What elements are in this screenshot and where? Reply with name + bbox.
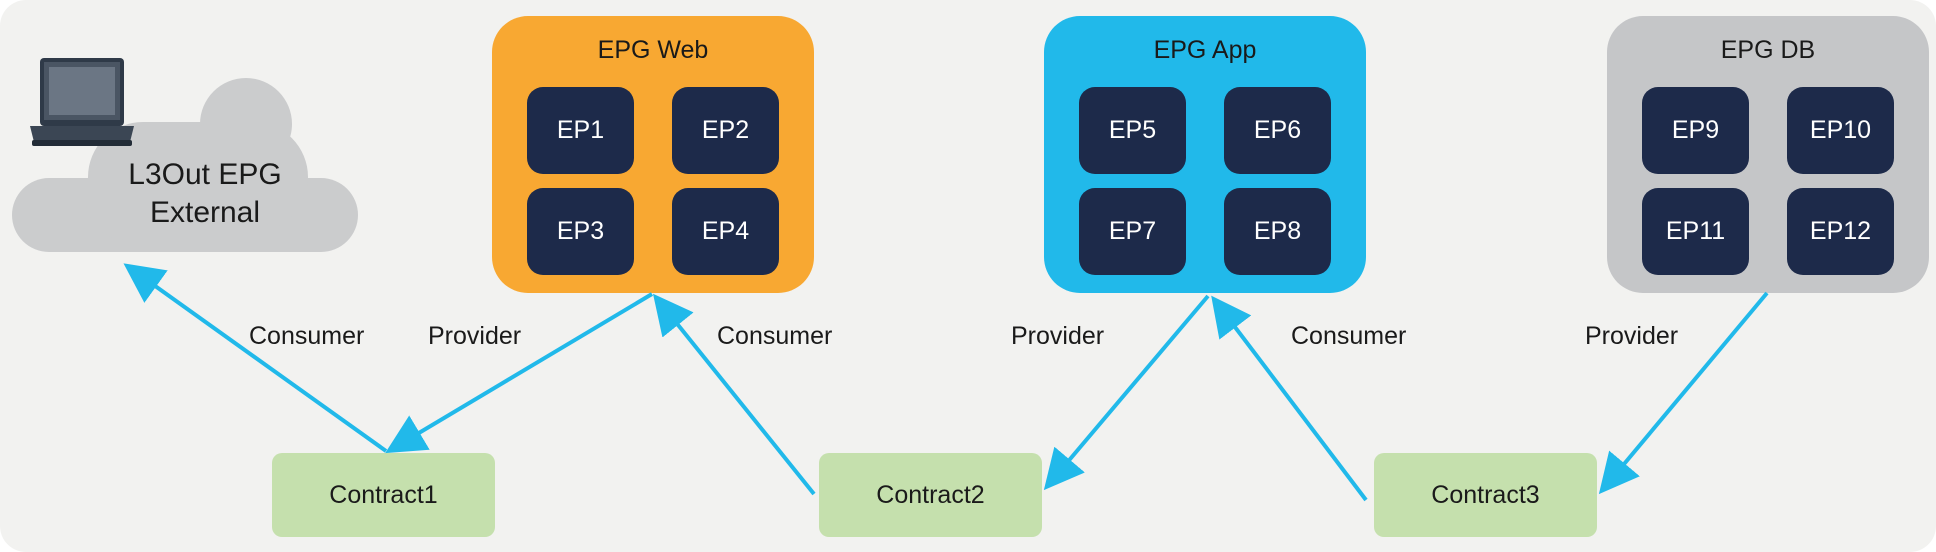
arrow-app-to-contract2 xyxy=(1043,294,1210,491)
arrow-contract2-to-web xyxy=(652,293,816,496)
l3out-label-line1: L3Out EPG xyxy=(128,158,282,191)
endpoint: EP5 xyxy=(1079,87,1186,174)
arrow-web-to-contract1 xyxy=(385,292,654,454)
endpoint: EP7 xyxy=(1079,188,1186,275)
epg-db: EPG DB EP9 EP10 EP11 EP12 xyxy=(1607,16,1929,293)
contract-1: Contract1 xyxy=(272,453,495,537)
arrow-db-to-contract3 xyxy=(1598,291,1769,495)
endpoint: EP9 xyxy=(1642,87,1749,174)
epg-title: EPG App xyxy=(1153,36,1257,64)
l3out-label: L3Out EPG External xyxy=(100,156,310,232)
arrow-contract3-to-app xyxy=(1211,295,1368,502)
endpoint: EP10 xyxy=(1787,87,1894,174)
contract-3: Contract3 xyxy=(1374,453,1597,537)
role-label-provider: Provider xyxy=(428,322,522,350)
role-label-consumer: Consumer xyxy=(717,322,833,350)
contract-2: Contract2 xyxy=(819,453,1042,537)
epg-title: EPG DB xyxy=(1720,36,1816,64)
endpoint: EP1 xyxy=(527,87,634,174)
l3out-label-line2: External xyxy=(149,196,261,229)
endpoint: EP11 xyxy=(1642,188,1749,275)
epg-title: EPG Web xyxy=(597,36,709,64)
endpoint: EP8 xyxy=(1224,188,1331,275)
role-label-provider: Provider xyxy=(1585,322,1679,350)
endpoint: EP3 xyxy=(527,188,634,275)
role-label-consumer: Consumer xyxy=(249,322,365,350)
role-label-provider: Provider xyxy=(1011,322,1105,350)
epg-web: EPG Web EP1 EP2 EP3 EP4 xyxy=(492,16,814,293)
endpoint: EP4 xyxy=(672,188,779,275)
endpoint: EP2 xyxy=(672,87,779,174)
endpoint: EP12 xyxy=(1787,188,1894,275)
role-label-consumer: Consumer xyxy=(1291,322,1407,350)
epg-app: EPG App EP5 EP6 EP7 EP8 xyxy=(1044,16,1366,293)
endpoint: EP6 xyxy=(1224,87,1331,174)
arrow-contract1-to-external xyxy=(123,263,388,453)
